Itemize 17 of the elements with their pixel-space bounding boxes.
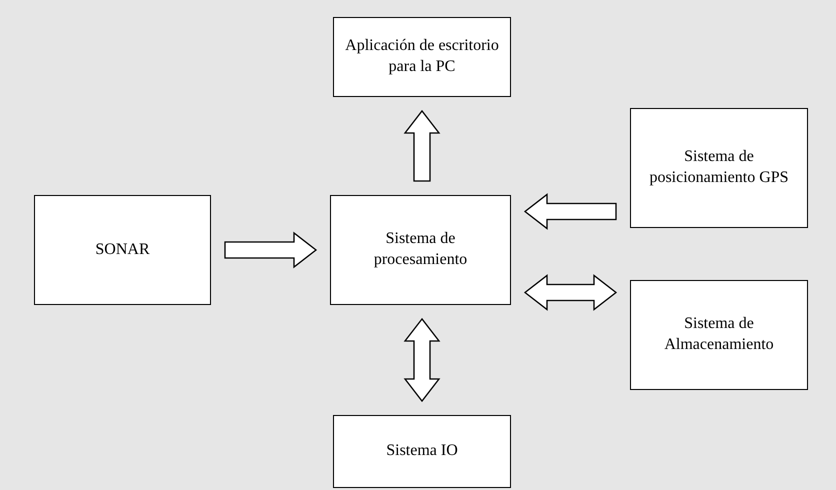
box-label: Sistema de procesamiento xyxy=(372,229,468,270)
box-label: Sistema de posicionamiento GPS xyxy=(648,147,790,188)
block-arrow xyxy=(224,232,318,268)
block-arrow xyxy=(524,274,618,311)
system-box xyxy=(333,17,511,97)
box-label: Aplicación de escritorio para la PC xyxy=(344,36,500,77)
system-box xyxy=(330,195,511,305)
system-box xyxy=(630,108,808,228)
box-label: SONAR xyxy=(94,240,151,260)
block-arrow xyxy=(524,193,617,230)
block-arrow xyxy=(404,318,440,402)
box-label: Sistema IO xyxy=(385,441,459,462)
block-arrow xyxy=(404,110,440,182)
box-label: Sistema de Almacenamiento xyxy=(663,314,775,355)
system-box xyxy=(630,280,808,390)
system-box xyxy=(34,195,211,305)
system-box xyxy=(333,415,511,488)
